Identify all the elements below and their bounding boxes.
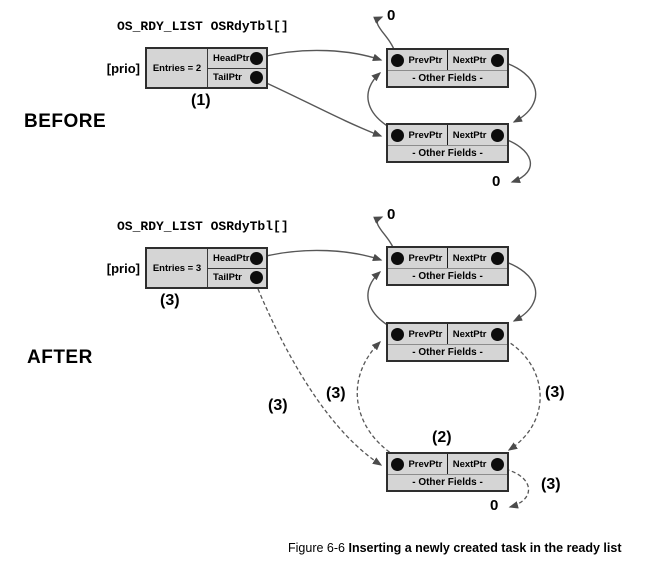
before-tcb-node-2: PrevPtr NextPtr - Other Fields - bbox=[386, 123, 509, 163]
after-tcb-node-2: PrevPtr NextPtr - Other Fields - bbox=[386, 322, 509, 362]
arrow-after-node1-next-to-node2 bbox=[499, 259, 537, 322]
after-step-2-newtask-label: (2) bbox=[432, 429, 452, 446]
after-entries-cell: Entries = 3 bbox=[147, 249, 208, 287]
arrow-after-headptr-to-node1 bbox=[261, 249, 383, 261]
nextptr-dot bbox=[491, 327, 504, 341]
before-ready-list-box: Entries = 2 HeadPtr TailPtr bbox=[145, 47, 268, 89]
prevptr-dot bbox=[391, 128, 404, 142]
arrow-before-node1-next-to-node2 bbox=[499, 60, 537, 123]
prevptr-dot bbox=[391, 327, 404, 341]
after-step-3-nulllink-label: (3) bbox=[541, 476, 561, 493]
figure-caption: Figure 6-6 Inserting a newly created tas… bbox=[288, 541, 622, 555]
nextptr-dot bbox=[491, 128, 504, 142]
before-null-bottom-label: 0 bbox=[492, 173, 501, 190]
after-null-top-label: 0 bbox=[387, 206, 396, 223]
nextptr-label: NextPtr bbox=[452, 129, 487, 141]
before-entries-cell: Entries = 2 bbox=[147, 49, 208, 87]
node-divider bbox=[446, 454, 449, 474]
arrow-after-node2-next-to-newtask bbox=[498, 336, 541, 451]
before-headptr-row: HeadPtr bbox=[208, 49, 266, 69]
nextptr-label: NextPtr bbox=[452, 328, 487, 340]
after-step-3-label: (3) bbox=[160, 292, 180, 309]
after-tailptr-label: TailPtr bbox=[213, 272, 242, 284]
before-section-label: BEFORE bbox=[24, 111, 107, 132]
after-headptr-label: HeadPtr bbox=[213, 252, 250, 264]
other-fields-label: - Other Fields - bbox=[412, 477, 483, 488]
after-section-label: AFTER bbox=[27, 347, 93, 368]
after-ready-list-box: Entries = 3 HeadPtr TailPtr bbox=[145, 247, 268, 289]
other-fields-label: - Other Fields - bbox=[412, 347, 483, 358]
nextptr-label: NextPtr bbox=[452, 458, 487, 470]
before-tailptr-label: TailPtr bbox=[213, 72, 242, 84]
after-ready-list-header: OS_RDY_LIST OSRdyTbl[] bbox=[117, 219, 289, 234]
node-divider bbox=[446, 125, 449, 145]
prevptr-dot bbox=[391, 457, 404, 471]
prevptr-label: PrevPtr bbox=[408, 129, 443, 141]
after-tailptr-row: TailPtr bbox=[208, 269, 266, 288]
before-ready-list-header: OS_RDY_LIST OSRdyTbl[] bbox=[117, 19, 289, 34]
prevptr-label: PrevPtr bbox=[408, 252, 443, 264]
before-tailptr-row: TailPtr bbox=[208, 69, 266, 88]
figure-title: Inserting a newly created task in the re… bbox=[348, 541, 622, 555]
before-tailptr-dot bbox=[250, 71, 263, 85]
prevptr-label: PrevPtr bbox=[408, 328, 443, 340]
after-null-bottom-label: 0 bbox=[490, 497, 499, 514]
after-step-3-prevlink-label: (3) bbox=[326, 385, 346, 402]
after-headptr-row: HeadPtr bbox=[208, 249, 266, 269]
figure-number: Figure 6-6 bbox=[288, 541, 345, 555]
node-divider bbox=[446, 50, 449, 70]
other-fields-label: - Other Fields - bbox=[412, 271, 483, 282]
arrow-before-headptr-to-node1 bbox=[261, 49, 383, 61]
nextptr-label: NextPtr bbox=[452, 252, 487, 264]
arrow-after-newtask-prev-to-node2 bbox=[356, 340, 396, 457]
before-headptr-label: HeadPtr bbox=[213, 52, 250, 64]
after-step-3-nextlink-label: (3) bbox=[545, 384, 565, 401]
before-tcb-node-1: PrevPtr NextPtr - Other Fields - bbox=[386, 48, 509, 88]
other-fields-label: - Other Fields - bbox=[412, 73, 483, 84]
arrow-before-node1-prev-to-null bbox=[373, 16, 396, 53]
nextptr-label: NextPtr bbox=[452, 54, 487, 66]
prevptr-label: PrevPtr bbox=[408, 458, 443, 470]
prevptr-dot bbox=[391, 53, 404, 67]
after-headptr-dot bbox=[250, 251, 263, 265]
nextptr-dot bbox=[491, 53, 504, 67]
after-prio-label: [prio] bbox=[106, 261, 140, 276]
after-tcb-node-1: PrevPtr NextPtr - Other Fields - bbox=[386, 246, 509, 286]
node-divider bbox=[446, 248, 449, 268]
nextptr-dot bbox=[491, 457, 504, 471]
before-prio-label: [prio] bbox=[106, 61, 140, 76]
nextptr-dot bbox=[491, 251, 504, 265]
arrow-after-tailptr-to-newtask bbox=[257, 288, 383, 466]
prevptr-dot bbox=[391, 251, 404, 265]
before-step-1-label: (1) bbox=[191, 92, 211, 109]
prevptr-label: PrevPtr bbox=[408, 54, 443, 66]
after-step-3-tailptr-label: (3) bbox=[268, 397, 288, 414]
before-headptr-dot bbox=[250, 51, 263, 65]
arrow-before-tailptr-to-node2 bbox=[261, 80, 383, 137]
before-null-top-label: 0 bbox=[387, 7, 396, 24]
node-divider bbox=[446, 324, 449, 344]
after-tcb-node-new: PrevPtr NextPtr - Other Fields - bbox=[386, 452, 509, 492]
after-tailptr-dot bbox=[250, 271, 263, 285]
other-fields-label: - Other Fields - bbox=[412, 148, 483, 159]
